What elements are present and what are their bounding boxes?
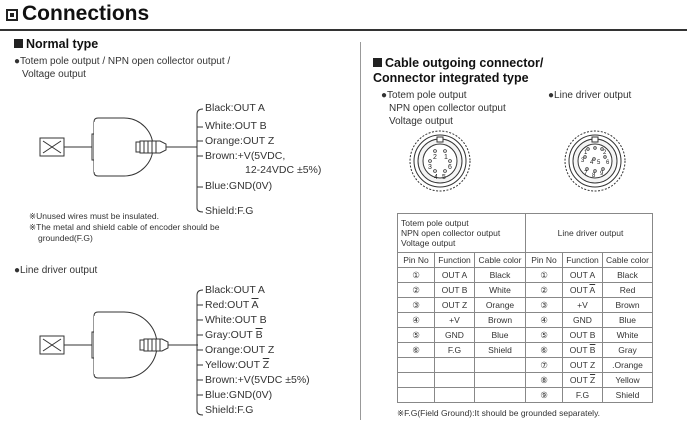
wire-label: Black:OUT A: [205, 284, 265, 296]
pin-label: 2: [603, 150, 607, 156]
connector-heading: Cable outgoing connector/ Connector inte…: [373, 56, 544, 85]
wire-label: Blue:GND(0V): [205, 389, 273, 401]
pin-label: 6: [448, 164, 452, 171]
pin-label: 4: [434, 174, 438, 181]
wire-label: White:OUT B: [205, 120, 267, 132]
page-title: Connections: [6, 2, 149, 26]
pin-label: 1: [444, 154, 448, 161]
title-square-icon: [6, 9, 18, 21]
pin-label: 7: [584, 171, 588, 177]
wire-label: Shield:F.G: [205, 205, 254, 217]
pin-label: 5: [442, 174, 446, 181]
pin-label: 9: [600, 171, 604, 177]
pin-table: Totem pole output NPN open collector out…: [397, 213, 653, 403]
wire-label: Gray:OUT B: [205, 329, 263, 341]
wire-label: Red:OUT A: [205, 299, 259, 311]
column-header: Pin No: [397, 252, 435, 268]
encoder-drawing-line-driver: [39, 311, 198, 379]
pin-label: 6: [606, 160, 610, 166]
connector-right-caption: ●Line driver output: [548, 90, 632, 101]
wire-label: Orange:OUT Z: [205, 344, 275, 356]
totem-notes: ※Unused wires must be insulated. ※The me…: [29, 211, 220, 243]
column-header: Function: [434, 252, 475, 268]
table-header-row: Pin No Function Cable color Pin No Funct…: [397, 252, 653, 268]
connector-9pin-icon: 1 2 3 4 5 6 7 8 9: [564, 130, 626, 192]
pin-label: 3: [428, 164, 432, 171]
wire-label: Brown:+V(5VDC,: [205, 150, 286, 162]
footnote: ※F.G(Field Ground):It should be grounded…: [397, 408, 601, 418]
pin-label: 4: [590, 160, 594, 166]
connector-left-caption: ●Totem pole output NPN open collector ou…: [381, 90, 506, 127]
column-header: Cable color: [474, 252, 526, 268]
line-driver-caption: ●Line driver output: [14, 265, 98, 276]
pin-label: 8: [592, 173, 596, 179]
column-divider: [360, 42, 361, 420]
pin-label: 2: [433, 154, 437, 161]
group-right-header: Line driver output: [525, 213, 653, 253]
wire-label: Shield:F.G: [205, 404, 254, 416]
totem-caption: ●Totem pole output / NPN open collector …: [14, 56, 231, 80]
title-rule: [0, 29, 687, 31]
column-header: Pin No: [525, 252, 563, 268]
wire-label: Black:OUT A: [205, 102, 265, 114]
wire-label: White:OUT B: [205, 314, 267, 326]
pin-label: 3: [581, 158, 585, 164]
pin-label: 5: [597, 160, 601, 166]
wire-label: Orange:OUT Z: [205, 135, 275, 147]
normal-type-heading: Normal type: [14, 37, 98, 51]
column-header: Function: [562, 252, 603, 268]
group-left-header: Totem pole output NPN open collector out…: [397, 213, 526, 253]
connector-6pin-icon: 1 2 3 4 5 6: [409, 130, 471, 192]
heading-square-icon: [14, 39, 23, 48]
encoder-drawing-totem: [39, 117, 196, 177]
wire-label: 12-24VDC ±5%): [245, 164, 322, 176]
wire-label: Brown:+V(5VDC ±5%): [205, 374, 310, 386]
wire-label: Yellow:OUT Z: [205, 359, 270, 371]
wire-label: Blue:GND(0V): [205, 180, 273, 192]
column-header: Cable color: [602, 252, 653, 268]
wire-bracket-totem: [194, 108, 204, 213]
heading-square-icon: [373, 58, 382, 67]
wire-bracket-line-driver: [194, 289, 204, 416]
pin-label: 1: [584, 150, 588, 156]
